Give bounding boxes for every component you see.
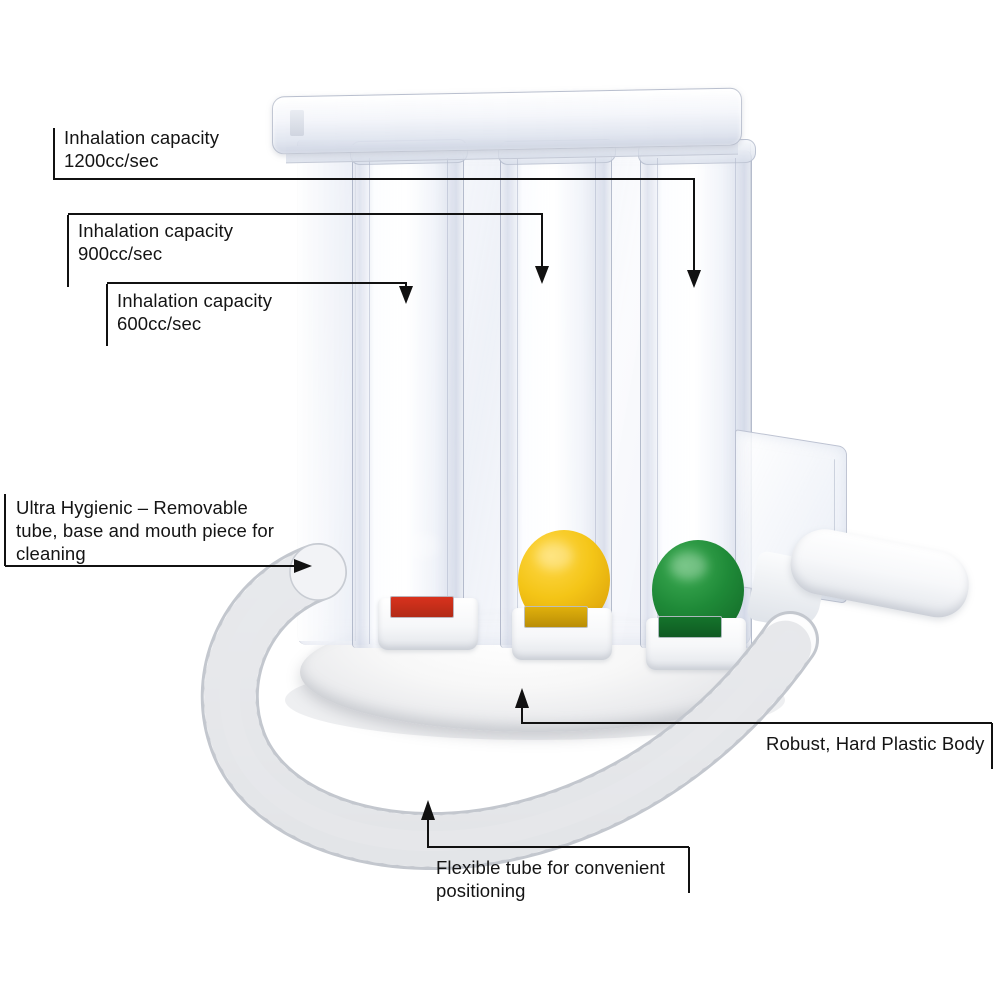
chamber-edge-line: [595, 158, 596, 644]
callout-bracket: [67, 215, 69, 287]
callout-label-line2: 600cc/sec: [117, 313, 202, 334]
callout-label-line2: positioning: [436, 880, 526, 901]
callout-bracket: [991, 723, 993, 769]
lid-tab: [290, 110, 304, 136]
yellow-ball-collar: [512, 606, 612, 660]
chamber-edge-line: [517, 158, 518, 644]
chamber-edge-line: [369, 158, 370, 644]
callout-bracket: [106, 284, 108, 346]
callout-label-line1: Ultra Hygienic – Removable: [16, 497, 248, 518]
callout-label-line1: Flexible tube for convenient: [436, 857, 666, 878]
red-ball-collar: [378, 596, 478, 650]
callout-label-line1: Inhalation capacity: [117, 290, 273, 311]
chamber-edge-line: [657, 158, 658, 644]
collar-window: [658, 616, 722, 638]
callout-bracket: [688, 847, 690, 893]
callout-bracket: [4, 494, 6, 566]
callout-label-line1: Robust, Hard Plastic Body: [766, 733, 985, 754]
callout-bracket: [53, 128, 55, 180]
callout-label-line2: 900cc/sec: [78, 243, 163, 264]
callout-label-line2: 1200cc/sec: [64, 150, 159, 171]
callout-label-line3: cleaning: [16, 543, 86, 564]
collar-window: [390, 596, 454, 618]
collar-window: [524, 606, 588, 628]
callout-label-line2: tube, base and mouth piece for: [16, 520, 275, 541]
callout-label-line1: Inhalation capacity: [64, 127, 220, 148]
green-ball-collar: [646, 616, 746, 670]
chamber-edge-line: [735, 158, 736, 644]
callout-label-line1: Inhalation capacity: [78, 220, 234, 241]
chamber-edge-line: [447, 158, 448, 644]
